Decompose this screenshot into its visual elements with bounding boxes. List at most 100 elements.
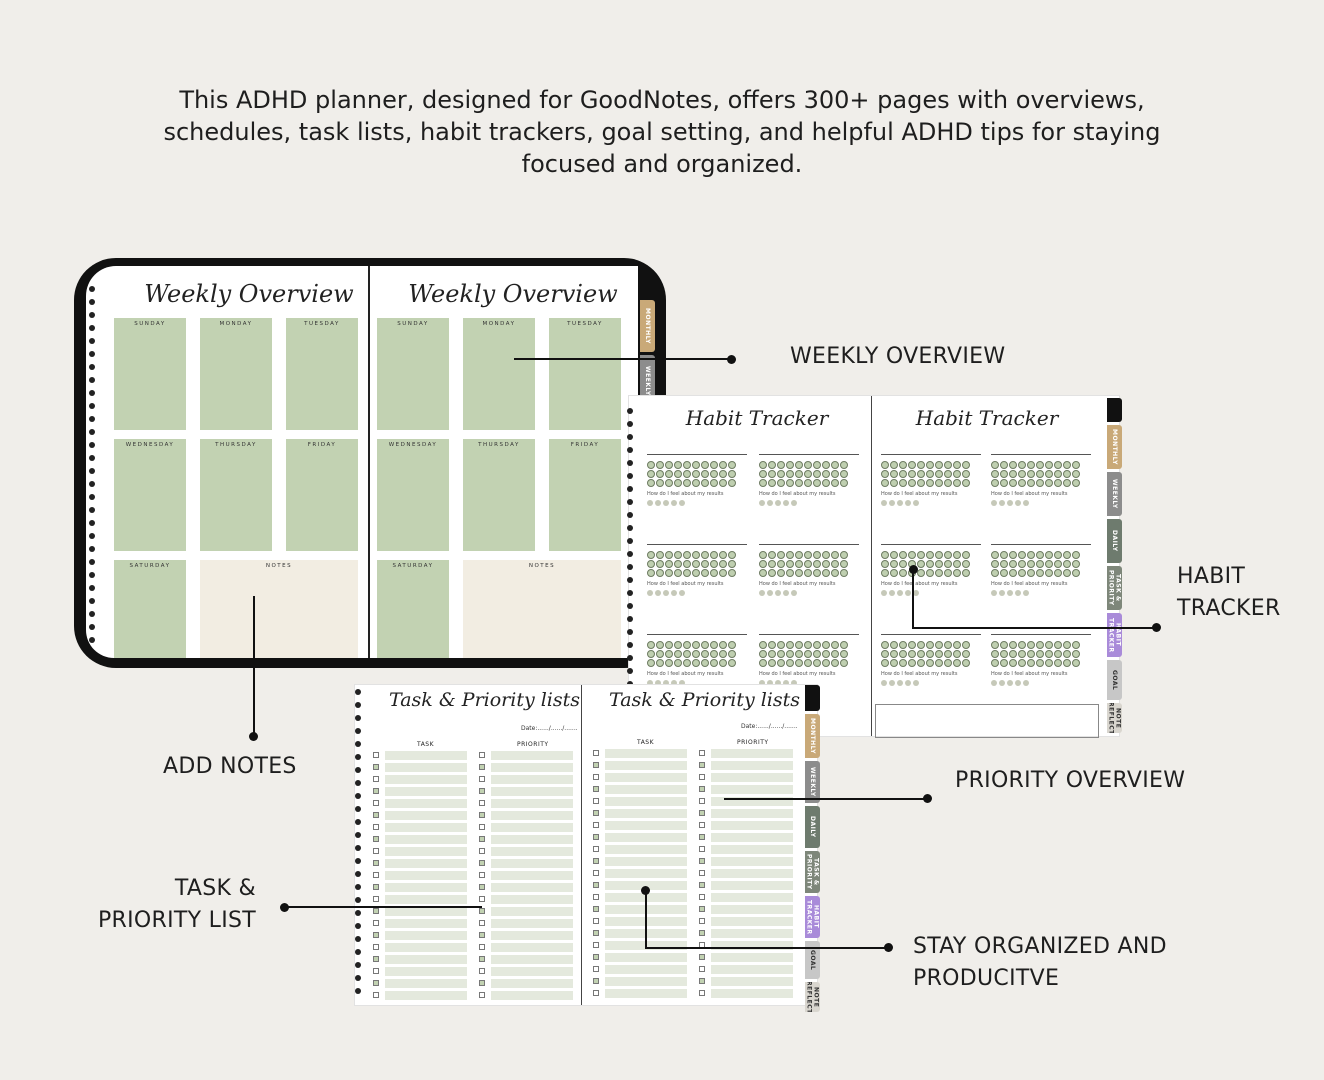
- day-cell-sunday[interactable]: SUNDAY: [114, 318, 186, 430]
- task-row[interactable]: [385, 943, 467, 952]
- task-checkbox[interactable]: [699, 846, 705, 852]
- task-row[interactable]: [491, 979, 573, 988]
- habit-day-dot[interactable]: [831, 659, 839, 667]
- habit-day-dot[interactable]: [1054, 479, 1062, 487]
- habit-block[interactable]: How do I feel about my results: [991, 544, 1091, 626]
- habit-day-dot[interactable]: [840, 650, 848, 658]
- habit-day-dot[interactable]: [926, 479, 934, 487]
- tab-task-priority[interactable]: TASK & PRIORITY: [1107, 566, 1122, 610]
- mood-face-icon[interactable]: [655, 590, 661, 596]
- task-checkbox[interactable]: [699, 882, 705, 888]
- date-field-right[interactable]: Date:....../....../.......: [741, 723, 798, 730]
- habit-day-dot[interactable]: [831, 650, 839, 658]
- mood-face-icon[interactable]: [767, 680, 773, 686]
- tab-home[interactable]: [1107, 398, 1122, 422]
- mood-face-icon[interactable]: [991, 590, 997, 596]
- habit-day-dot[interactable]: [728, 461, 736, 469]
- habit-day-dot[interactable]: [719, 659, 727, 667]
- habit-day-dot[interactable]: [899, 659, 907, 667]
- habit-day-dot[interactable]: [1045, 650, 1053, 658]
- habit-day-dot[interactable]: [701, 659, 709, 667]
- habit-day-dot[interactable]: [692, 461, 700, 469]
- habit-day-dot[interactable]: [840, 551, 848, 559]
- task-row[interactable]: [605, 761, 687, 770]
- task-row[interactable]: [605, 785, 687, 794]
- mood-face-icon[interactable]: [905, 500, 911, 506]
- mood-face-icon[interactable]: [881, 500, 887, 506]
- habit-day-dot[interactable]: [728, 659, 736, 667]
- tab-monthly[interactable]: MONTHLY: [805, 714, 820, 758]
- task-row[interactable]: [385, 835, 467, 844]
- day-cell-friday[interactable]: FRIDAY: [549, 439, 621, 551]
- habit-day-dot[interactable]: [795, 551, 803, 559]
- habit-day-dot[interactable]: [1018, 569, 1026, 577]
- task-checkbox[interactable]: [479, 764, 485, 770]
- tab-daily[interactable]: DAILY: [1107, 519, 1122, 563]
- habit-day-dot[interactable]: [1072, 461, 1080, 469]
- task-row[interactable]: [491, 763, 573, 772]
- mood-face-icon[interactable]: [1023, 500, 1029, 506]
- task-row[interactable]: [491, 799, 573, 808]
- habit-day-dot[interactable]: [944, 551, 952, 559]
- habit-day-dot[interactable]: [786, 659, 794, 667]
- habit-day-dot[interactable]: [1018, 479, 1026, 487]
- habit-day-dot[interactable]: [813, 560, 821, 568]
- task-checkbox[interactable]: [699, 834, 705, 840]
- task-checkbox[interactable]: [479, 848, 485, 854]
- habit-day-dot[interactable]: [1045, 569, 1053, 577]
- habit-day-dot[interactable]: [944, 470, 952, 478]
- habit-day-dot[interactable]: [899, 560, 907, 568]
- habit-day-dot[interactable]: [777, 479, 785, 487]
- habit-day-dot[interactable]: [692, 560, 700, 568]
- habit-day-dot[interactable]: [674, 551, 682, 559]
- habit-day-dot[interactable]: [759, 461, 767, 469]
- notes-cell[interactable]: NOTES: [200, 560, 358, 658]
- habit-day-dot[interactable]: [647, 470, 655, 478]
- task-row[interactable]: [491, 967, 573, 976]
- habit-day-dot[interactable]: [728, 551, 736, 559]
- mood-face-icon[interactable]: [791, 500, 797, 506]
- task-row[interactable]: [385, 787, 467, 796]
- task-row[interactable]: [605, 845, 687, 854]
- day-cell-monday[interactable]: MONDAY: [463, 318, 535, 430]
- habit-day-dot[interactable]: [795, 659, 803, 667]
- habit-day-dot[interactable]: [944, 461, 952, 469]
- habit-day-dot[interactable]: [804, 479, 812, 487]
- mood-face-icon[interactable]: [775, 680, 781, 686]
- habit-day-dot[interactable]: [759, 650, 767, 658]
- task-row[interactable]: [385, 979, 467, 988]
- task-checkbox[interactable]: [373, 956, 379, 962]
- day-cell-tuesday[interactable]: TUESDAY: [286, 318, 358, 430]
- habit-day-dot[interactable]: [710, 470, 718, 478]
- habit-day-dot[interactable]: [759, 479, 767, 487]
- habit-day-dot[interactable]: [768, 479, 776, 487]
- task-checkbox[interactable]: [373, 764, 379, 770]
- habit-day-dot[interactable]: [908, 470, 916, 478]
- habit-day-dot[interactable]: [962, 659, 970, 667]
- habit-day-dot[interactable]: [991, 650, 999, 658]
- habit-day-dot[interactable]: [1027, 470, 1035, 478]
- habit-day-dot[interactable]: [1000, 551, 1008, 559]
- habit-day-dot[interactable]: [759, 659, 767, 667]
- day-cell-wednesday[interactable]: WEDNESDAY: [114, 439, 186, 551]
- habit-day-dot[interactable]: [728, 641, 736, 649]
- habit-day-dot[interactable]: [665, 641, 673, 649]
- habit-day-dot[interactable]: [647, 479, 655, 487]
- habit-day-dot[interactable]: [768, 659, 776, 667]
- task-checkbox[interactable]: [699, 894, 705, 900]
- habit-day-dot[interactable]: [917, 569, 925, 577]
- habit-day-dot[interactable]: [944, 659, 952, 667]
- mood-face-icon[interactable]: [671, 680, 677, 686]
- habit-day-dot[interactable]: [674, 470, 682, 478]
- task-row[interactable]: [385, 967, 467, 976]
- habit-day-dot[interactable]: [953, 641, 961, 649]
- habit-day-dot[interactable]: [656, 470, 664, 478]
- task-row[interactable]: [711, 965, 793, 974]
- habit-day-dot[interactable]: [665, 569, 673, 577]
- mood-face-icon[interactable]: [1015, 500, 1021, 506]
- mood-face-icon[interactable]: [791, 590, 797, 596]
- mood-face-icon[interactable]: [663, 590, 669, 596]
- mood-face-icon[interactable]: [759, 500, 765, 506]
- task-checkbox[interactable]: [699, 954, 705, 960]
- habit-day-dot[interactable]: [953, 470, 961, 478]
